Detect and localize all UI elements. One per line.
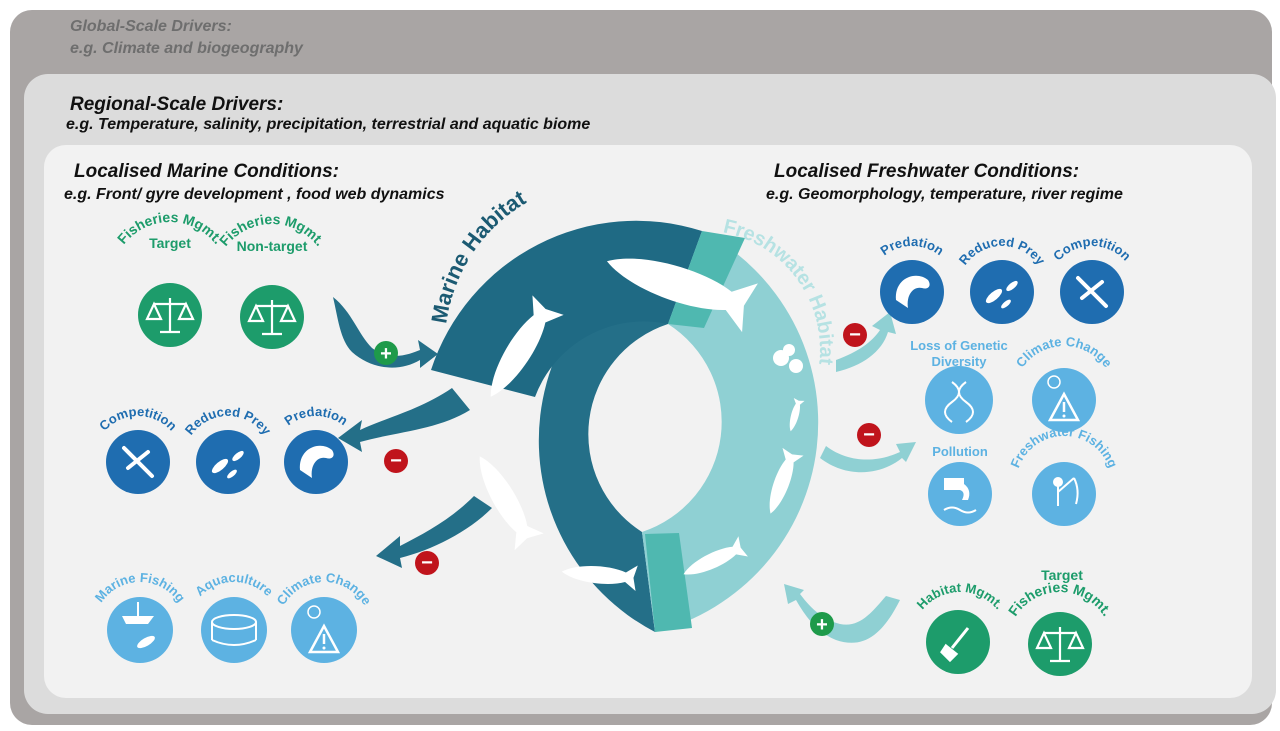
arrows: [333, 297, 916, 643]
loss-genetic-diversity: Loss of Genetic Diversity: [910, 338, 1008, 434]
global-drivers-title: Global-Scale Drivers:: [70, 18, 232, 35]
salmon-silhouettes: [465, 236, 805, 591]
climate-change-fresh: Climate Change: [1013, 334, 1115, 432]
genetic-label-line1: Loss of Genetic: [910, 338, 1008, 353]
freshwater-conditions-subtitle: e.g. Geomorphology, temperature, river r…: [766, 186, 1123, 203]
freshwater-fishing: Freshwater Fishing: [1007, 424, 1121, 526]
climate-change-label: Climate Change: [1013, 334, 1115, 370]
minus-sign: −: [390, 450, 402, 472]
aquaculture: Aquaculture: [192, 570, 276, 663]
arrow-fresh-habitat: [784, 584, 900, 643]
reduced-prey-fresh: Reduced Prey: [956, 234, 1049, 324]
freshwater-conditions-title: Localised Freshwater Conditions:: [774, 161, 1080, 182]
effect-badges: + − − − − +: [374, 323, 881, 636]
target-label-line: Target: [1041, 567, 1083, 583]
arrow-marine-predation: [338, 388, 470, 452]
scales-icon: [145, 298, 195, 334]
fish-pen-icon: [211, 614, 257, 646]
plus-sign: +: [380, 343, 392, 365]
habitat-ring: [431, 220, 819, 632]
pipe-outflow-icon: [943, 478, 977, 514]
predation-label: Predation: [877, 234, 946, 258]
pollution-label: Pollution: [932, 444, 988, 459]
fish-competition-icon: [122, 446, 154, 478]
minus-sign: −: [863, 424, 875, 446]
regional-drivers-title: Regional-Scale Drivers:: [70, 94, 284, 115]
minus-sign: −: [421, 552, 433, 574]
climate-change-label-text: Climate Change: [1013, 334, 1115, 370]
positive-badge: +: [810, 612, 834, 636]
thermometer-warning-icon: [1047, 375, 1081, 422]
angler-icon: [1053, 477, 1079, 506]
genetic-label-line2: Diversity: [932, 354, 988, 369]
seal-icon: [895, 275, 930, 308]
salmon-egg: [789, 359, 803, 373]
transition-zone-bottom: [645, 533, 692, 632]
aquaculture-label: Aquaculture: [192, 570, 276, 599]
minus-sign: −: [849, 324, 861, 346]
negative-badge: −: [843, 323, 867, 347]
predation-label: Predation: [281, 404, 350, 428]
scales-net-icon: [247, 300, 297, 336]
predation-fresh: Predation: [877, 234, 947, 324]
reduced-prey-marine: Reduced Prey: [182, 404, 275, 494]
seal-icon: [299, 445, 334, 478]
fish-prey-icon: [985, 280, 1018, 309]
predation-label-text: Predation: [281, 404, 350, 428]
arrow-fresh-genetic: [820, 442, 916, 473]
target-fisheries-mgmt-fresh: Target Fisheries Mgmt.: [1005, 567, 1115, 676]
climate-change-marine: Climate Change: [274, 570, 375, 663]
global-drivers-subtitle: e.g. Climate and biogeography: [70, 40, 303, 57]
boat-icon: [122, 602, 155, 649]
competition-label-text: Competition: [96, 404, 180, 434]
fish-competition-icon: [1076, 276, 1108, 308]
pollution: Pollution: [928, 444, 992, 526]
fish-prey-icon: [211, 450, 244, 479]
predation-marine: Predation: [281, 404, 351, 494]
predation-label-text: Predation: [877, 234, 946, 258]
marine-conditions-subtitle: e.g. Front/ gyre development , food web …: [64, 186, 445, 203]
thermometer-warning-icon: [307, 605, 341, 654]
positive-badge: +: [374, 341, 398, 365]
nontarget-fisheries-mgmt: Non-target Fisheries Mgmt.: [216, 211, 328, 349]
target-label-line: Target: [149, 235, 191, 251]
competition-label-text: Competition: [1050, 234, 1134, 264]
negative-badge: −: [384, 449, 408, 473]
habitat-mgmt-label-text: Habitat Mgmt.: [914, 580, 1007, 612]
target-fisheries-mgmt-marine: Target Fisheries Mgmt.: [114, 209, 226, 347]
negative-badge: −: [857, 423, 881, 447]
dna-fish-icon: [944, 381, 974, 423]
arrow-marine-fishing: [376, 496, 492, 568]
salmon-egg: [783, 344, 795, 356]
habitat-mgmt-label: Habitat Mgmt.: [914, 580, 1007, 612]
habitat-mgmt: Habitat Mgmt.: [914, 580, 1007, 674]
competition-label: Competition: [96, 404, 180, 434]
marine-conditions-title: Localised Marine Conditions:: [74, 161, 339, 182]
scales-net-icon: [1035, 627, 1085, 663]
competition-label: Competition: [1050, 234, 1134, 264]
negative-badge: −: [415, 551, 439, 575]
competition-fresh: Competition: [1050, 234, 1134, 324]
shovel-icon: [940, 627, 970, 663]
arrow-fresh-predation: [836, 312, 896, 372]
aquaculture-label-text: Aquaculture: [192, 570, 276, 599]
regional-drivers-subtitle: e.g. Temperature, salinity, precipitatio…: [66, 116, 591, 133]
freshwater-habitat-ring: [642, 231, 819, 632]
competition-marine: Competition: [96, 404, 180, 494]
arrow-marine-mgmt: [333, 297, 438, 368]
marine-fishing: Marine Fishing: [92, 570, 188, 663]
nontarget-label-line: Non-target: [237, 238, 308, 254]
plus-sign: +: [816, 614, 828, 636]
